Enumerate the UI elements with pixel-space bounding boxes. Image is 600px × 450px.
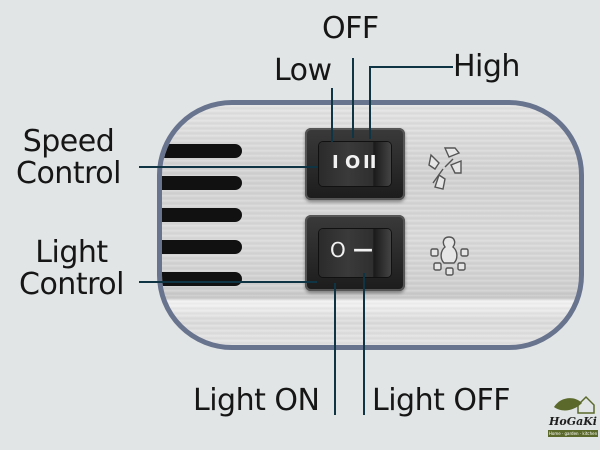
vent-slot bbox=[162, 240, 242, 254]
off-leader-line bbox=[352, 58, 354, 138]
speed-control-leader-line bbox=[139, 166, 317, 168]
speed-off-symbol: O bbox=[345, 152, 361, 173]
light-on-label: Light ON bbox=[193, 383, 320, 418]
light-control-label: Light Control bbox=[19, 237, 124, 301]
speed-control-label-line1: Speed bbox=[22, 124, 115, 159]
vent-slot bbox=[162, 144, 242, 158]
speed-control-label: Speed Control bbox=[16, 126, 121, 190]
vent-slot bbox=[162, 208, 242, 222]
light-off-label: Light OFF bbox=[372, 383, 511, 418]
light-bulb-icon bbox=[430, 236, 469, 276]
logo-tagline: Home · garden · kitchen bbox=[548, 430, 598, 437]
light-off-leader-line bbox=[363, 273, 365, 415]
hogaki-logo: HoGaKi Home · garden · kitchen bbox=[548, 393, 598, 441]
speed-rocker[interactable] bbox=[319, 142, 391, 186]
light-rocker[interactable] bbox=[319, 229, 391, 277]
light-off-symbol: — bbox=[353, 237, 373, 261]
light-control-leader-line bbox=[139, 281, 317, 283]
high-leader-line-horizontal bbox=[369, 66, 453, 68]
low-label: Low bbox=[274, 53, 332, 88]
off-label: OFF bbox=[322, 11, 379, 46]
speed-rocker-switch[interactable]: I O II bbox=[305, 128, 405, 200]
logo-name: HoGaKi bbox=[549, 415, 597, 428]
leaf-house-icon bbox=[554, 395, 595, 414]
speed-high-symbol: II bbox=[363, 152, 377, 173]
low-leader-line bbox=[331, 88, 333, 142]
light-control-label-line1: Light bbox=[35, 235, 108, 270]
light-on-symbol: O bbox=[330, 238, 346, 262]
high-label: High bbox=[453, 49, 520, 84]
vent-slot bbox=[162, 176, 242, 190]
vent-slot bbox=[162, 272, 242, 286]
light-on-leader-line bbox=[334, 283, 336, 415]
speed-low-symbol: I bbox=[332, 152, 339, 173]
fan-icon bbox=[428, 147, 462, 190]
light-control-label-line2: Control bbox=[19, 267, 124, 302]
light-rocker-switch[interactable]: O — bbox=[305, 215, 405, 291]
high-leader-line bbox=[369, 67, 371, 139]
speed-control-label-line2: Control bbox=[16, 156, 121, 191]
